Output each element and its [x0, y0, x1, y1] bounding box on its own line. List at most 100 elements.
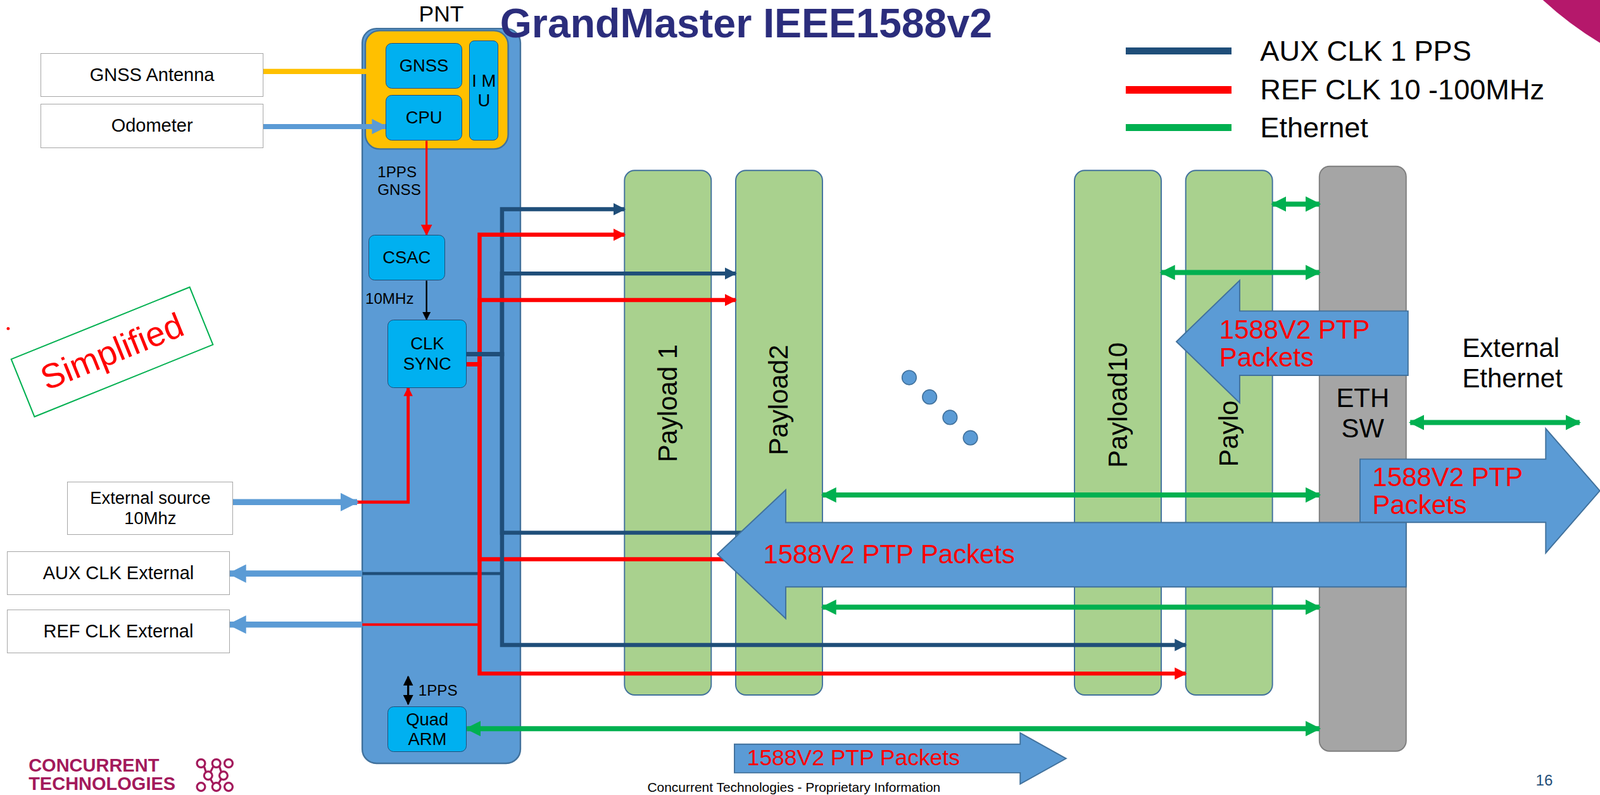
- payload-card: Payload2: [735, 170, 823, 696]
- node-text: CPU: [405, 107, 443, 128]
- legend-text: AUX CLK 1 PPS: [1259, 34, 1471, 68]
- connector: [466, 300, 736, 365]
- connector: [466, 353, 1186, 646]
- payload-card: [1185, 170, 1273, 696]
- connector: [466, 364, 1186, 675]
- pnt-module: PNTGNSSCPUI M UCSACCLK SYNCQuad ARM: [362, 28, 521, 764]
- cpu-box: CPU: [385, 94, 463, 142]
- logo-links: [203, 766, 221, 784]
- page-number: 16: [1535, 771, 1553, 790]
- legend-text: REF CLK 10 -100MHz: [1259, 73, 1545, 107]
- pnt-panel: [362, 28, 521, 764]
- logo-circle: [224, 783, 234, 792]
- slide-title: GrandMaster IEEE1588v2: [500, 0, 993, 47]
- connector: [1272, 201, 1320, 207]
- signal-label: 1PPS: [418, 681, 458, 700]
- legend-swatch: [1125, 124, 1233, 132]
- input-arrow: [230, 498, 358, 506]
- external-ethernet-arrow: [1410, 419, 1580, 425]
- connector: [466, 726, 1320, 732]
- csac-box: CSAC: [368, 234, 446, 282]
- logo-circle: [224, 759, 234, 769]
- node-text: GNSS Antenna: [89, 64, 215, 86]
- node-text: REF CLK External: [43, 621, 194, 643]
- input-box: GNSS Antenna: [40, 53, 263, 97]
- connector: [263, 69, 386, 75]
- block-arrow-outline: [717, 490, 1407, 619]
- payload-card: Payload10: [1074, 170, 1162, 696]
- ptp-packet-arrow: 1588V2 PTP Packets: [717, 490, 1407, 619]
- connector: [822, 604, 1320, 610]
- connector: [263, 124, 386, 130]
- port-label: External Ethernet: [1461, 333, 1563, 394]
- node-text: PNT: [362, 1, 521, 28]
- gnss-box: GNSS: [385, 43, 463, 90]
- node-text: 1588V2 PTP Packets: [762, 522, 1400, 588]
- pps-arrow: [407, 676, 410, 705]
- input-box: External source 10Mhz: [67, 481, 234, 536]
- node-text: CSAC: [382, 247, 431, 268]
- logo-circle: [196, 759, 206, 769]
- signal-label: 10MHz: [365, 289, 415, 308]
- logo-circle: [196, 783, 206, 792]
- node-text: 1588V2 PTP Packets: [1372, 459, 1547, 523]
- connector: [233, 388, 408, 503]
- block-arrow-outline: [734, 733, 1067, 785]
- node-text: Odometer: [111, 115, 194, 137]
- ellipsis-dot: [902, 370, 917, 385]
- node-text: GNSS: [399, 55, 449, 76]
- node-text: AUX CLK External: [43, 562, 195, 584]
- logo-icon: [196, 759, 233, 792]
- node-text: I M U: [469, 70, 498, 111]
- node-text: Simplified: [34, 305, 190, 399]
- signal-label: 1PPS GNSS: [377, 163, 421, 199]
- ptp-packet-arrow: 1588V2 PTP Packets: [734, 733, 1067, 785]
- output-box: AUX CLK External: [6, 551, 230, 596]
- node-text: CLK SYNC: [391, 333, 463, 374]
- payload-card: Payload 1: [624, 170, 712, 696]
- node-text: 1588V2 PTP Packets: [1219, 311, 1402, 377]
- corner-decoration: [1543, 0, 1600, 44]
- gnss-module: [365, 30, 509, 149]
- node-text: Payload 1: [652, 344, 684, 463]
- legend-swatch: [1125, 47, 1233, 55]
- ellipsis-dot: [942, 410, 958, 425]
- node-text: ETH SW: [1319, 383, 1407, 444]
- payload-card: [735, 170, 823, 696]
- connector: [425, 140, 428, 235]
- ptp-packet-arrow: 1588V2 PTP Packets: [1176, 280, 1409, 403]
- connector: [1161, 269, 1320, 275]
- connector: [466, 273, 736, 354]
- quad-arm-box: Quad ARM: [387, 706, 467, 753]
- node-text: Paylo: [1213, 400, 1245, 468]
- payload-card: [1074, 170, 1162, 696]
- logo-circle: [212, 759, 221, 769]
- legend-item: Ethernet: [1125, 109, 1575, 147]
- legend-swatch: [1125, 86, 1233, 94]
- node-text: Payload2: [763, 345, 794, 456]
- ellipsis-dot: [963, 430, 978, 446]
- connector: [425, 280, 427, 320]
- legend-item: REF CLK 10 -100MHz: [1125, 71, 1575, 109]
- ref-clock-wire: [362, 623, 480, 627]
- legend-item: AUX CLK 1 PPS: [1125, 32, 1575, 70]
- company-logo-text: CONCURRENT TECHNOLOGIES: [28, 756, 176, 794]
- connector: [229, 570, 363, 577]
- node-text: Quad ARM: [391, 709, 463, 750]
- payload-card: [624, 170, 712, 696]
- footer-note: Concurrent Technologies - Proprietary In…: [590, 780, 999, 795]
- simplified-stamp: Simplified: [10, 286, 215, 418]
- block-arrow-outline: [1176, 280, 1409, 403]
- payload-card: Paylo: [1185, 170, 1273, 696]
- node-text: Payload10: [1102, 342, 1133, 468]
- stray-dot: [6, 327, 10, 331]
- ellipsis-dot: [922, 390, 938, 405]
- output-box: REF CLK External: [6, 609, 230, 654]
- clk-sync-box: CLK SYNC: [387, 319, 467, 389]
- imu-box: I M U: [469, 40, 499, 141]
- node-text: External source 10Mhz: [74, 488, 227, 529]
- legend-text: Ethernet: [1259, 111, 1369, 145]
- connector: [229, 621, 363, 629]
- connector: [466, 209, 625, 355]
- input-box: Odometer: [40, 103, 263, 148]
